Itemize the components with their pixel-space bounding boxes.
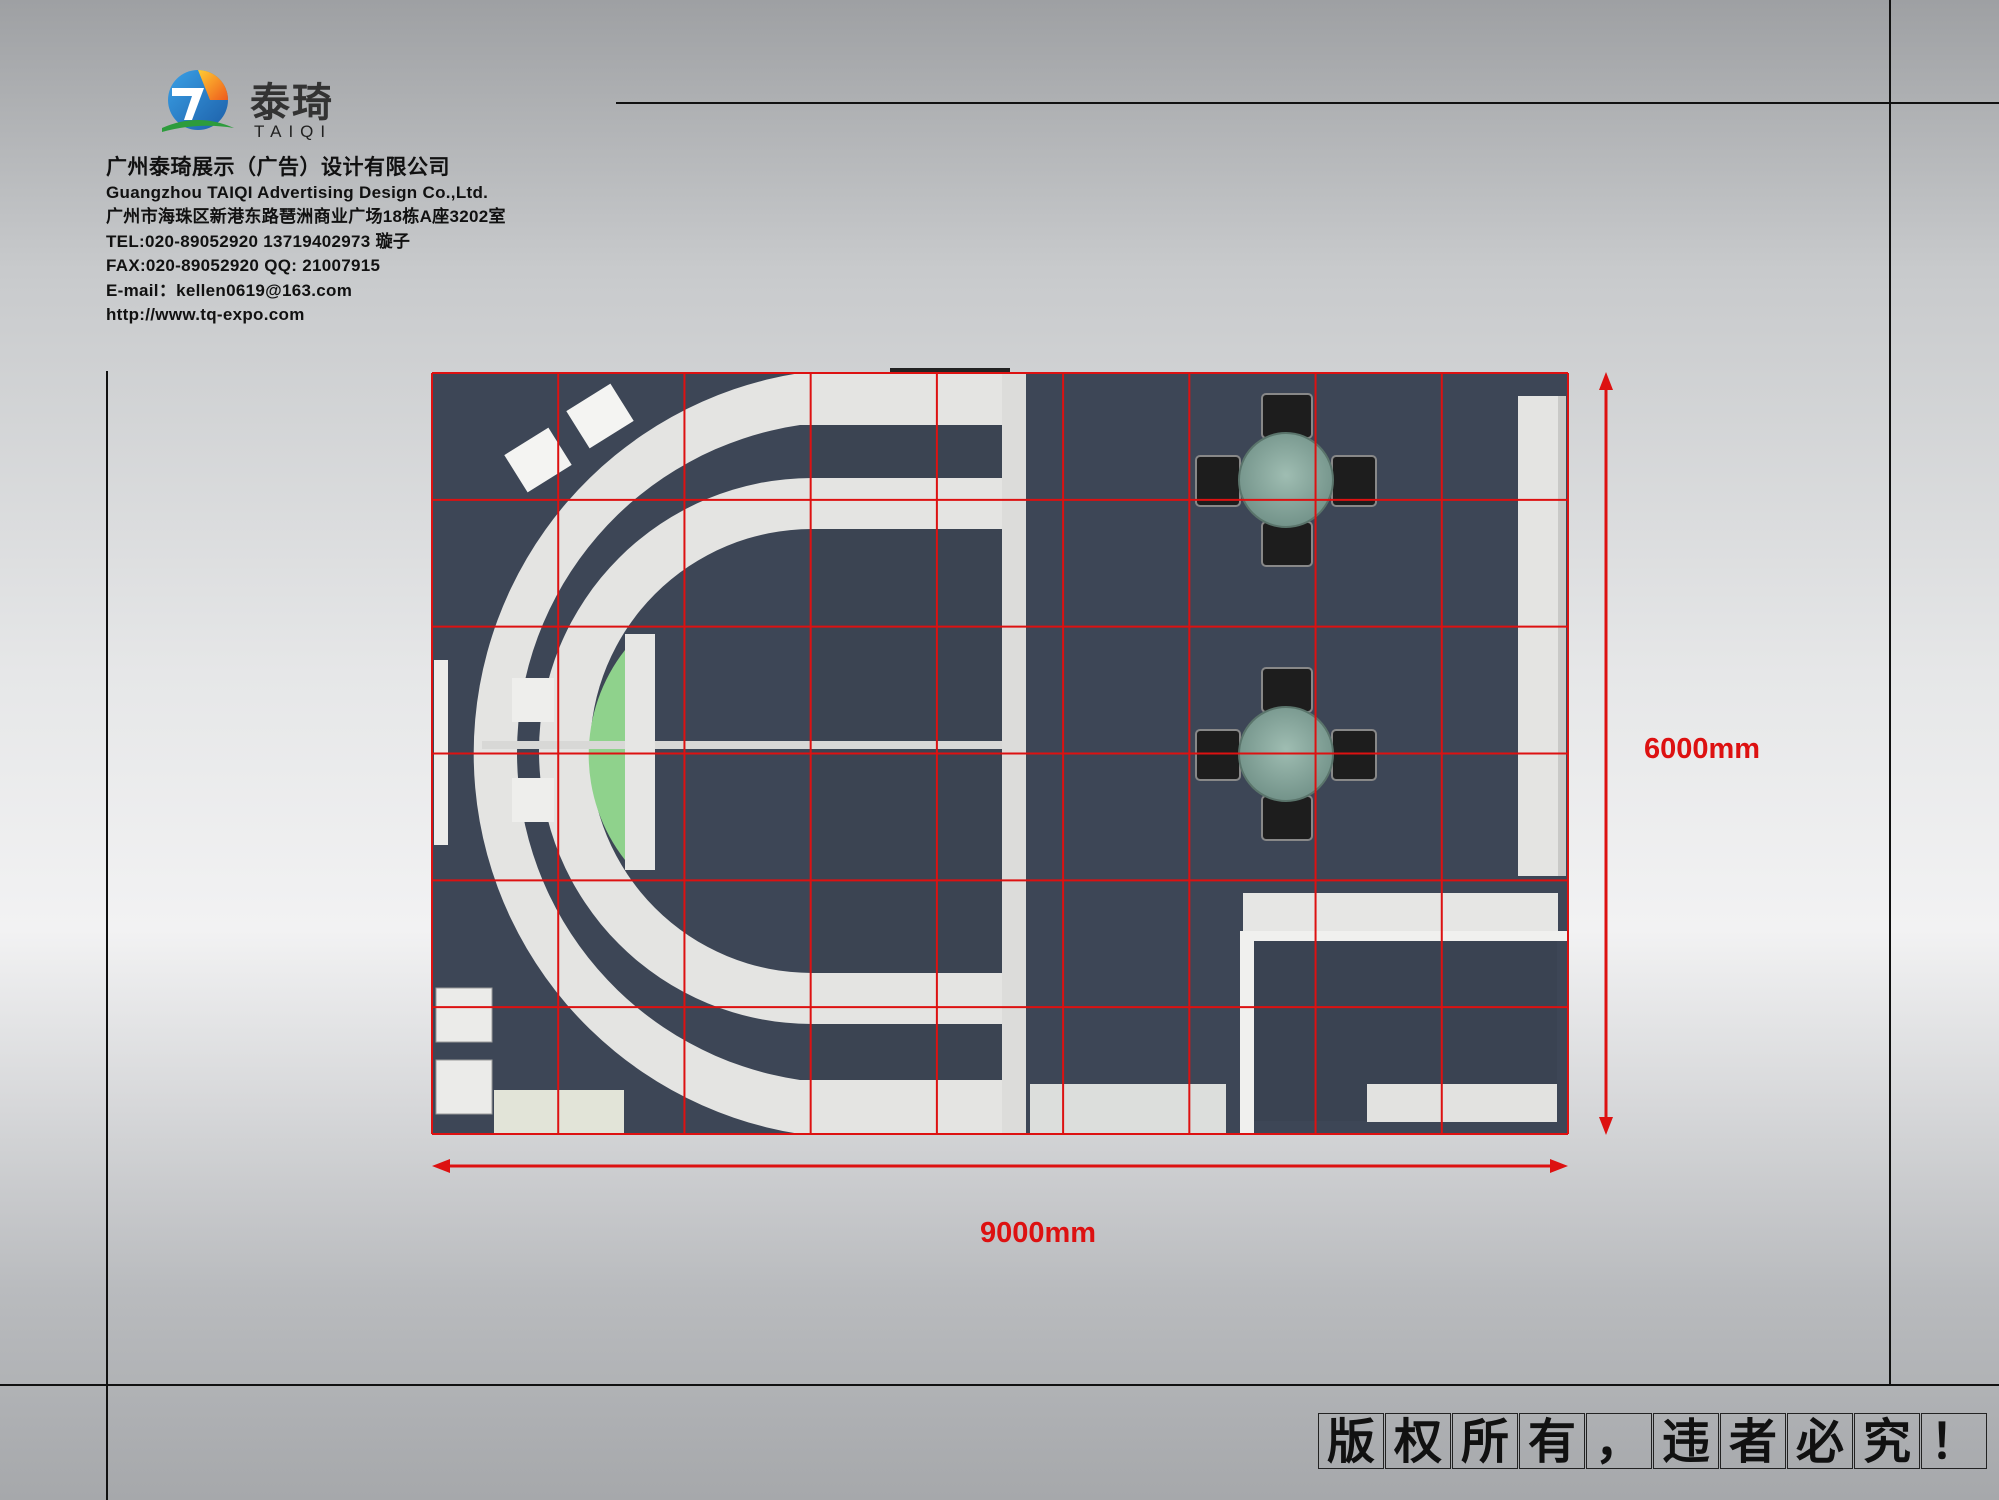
chair-1-right [1331, 455, 1377, 507]
counter-bottom-bar [800, 1080, 1024, 1134]
right-wall-shelf [1518, 396, 1558, 876]
taiqi-logo-icon [162, 70, 234, 132]
company-logo: 泰琦 TAIQI [158, 64, 348, 144]
copyright-char: 违 [1653, 1413, 1719, 1470]
width-dimension-label: 9000mm [980, 1217, 1097, 1249]
inner-counter-top [812, 478, 1002, 529]
storage-room-wall-top [1240, 931, 1568, 941]
right-wall-shelf-edge [1558, 396, 1566, 876]
chair-1-bottom [1261, 521, 1313, 567]
width-dimension-arrow [432, 1159, 1568, 1173]
copyright-notice: 版 权 所 有 ， 违 者 必 究 ！ [1318, 1413, 1988, 1470]
inner-counter-bottom [812, 973, 1002, 1024]
storage-room-wall-left [1240, 931, 1254, 1134]
company-tel: TEL:020-89052920 13719402973 璇子 [106, 231, 411, 251]
company-address: 广州市海珠区新港东路琶洲商业广场18栋A座3202室 [106, 207, 506, 226]
storage-room-top-shelf [1243, 893, 1558, 931]
display-panel-left [625, 634, 655, 870]
copyright-char: 所 [1452, 1413, 1518, 1470]
display-plinth-1 [512, 678, 554, 722]
company-info: 广州泰琦展示（广告）设计有限公司 Guangzhou TAIQI Adverti… [106, 156, 626, 328]
counter-top-bar [800, 373, 1024, 425]
bottom-middle-shelf [1030, 1084, 1226, 1134]
copyright-char: 究 [1854, 1413, 1920, 1470]
chair-2-left [1195, 729, 1241, 781]
copyright-char: 版 [1318, 1413, 1384, 1470]
frame-line-top [616, 102, 1890, 104]
chair-2-right [1331, 729, 1377, 781]
center-divider-line [482, 741, 1002, 749]
copyright-char: 者 [1720, 1413, 1786, 1470]
company-email: E-mail：kellen0619@163.com [106, 280, 353, 300]
storage-box-2 [435, 1059, 493, 1115]
copyright-char: ， [1586, 1413, 1652, 1470]
curved-counter-outer [473, 373, 800, 1134]
green-display-panel [588, 650, 625, 860]
copyright-char: 必 [1787, 1413, 1853, 1470]
chair-2-top [1261, 667, 1313, 713]
company-fax: FAX:020-89052920 QQ: 21007915 [106, 256, 381, 275]
frame-line-right [1889, 0, 1891, 1386]
copyright-char: 权 [1385, 1413, 1451, 1470]
copyright-char: 有 [1519, 1413, 1585, 1470]
company-website: http://www.tq-expo.com [106, 305, 305, 324]
chair-1-top [1261, 393, 1313, 439]
logo-text-cn: 泰琦 [250, 81, 334, 125]
height-dimension-label: 6000mm [1644, 733, 1761, 765]
entrance-marker [890, 368, 1010, 372]
display-plinth-2 [512, 778, 554, 822]
storage-box-1 [435, 987, 493, 1043]
round-table-1 [1238, 432, 1334, 528]
table-set-1 [1195, 393, 1377, 567]
storage-room-shelf [1367, 1084, 1557, 1122]
frame-line-bottom [0, 1384, 1999, 1386]
chair-2-bottom [1261, 795, 1313, 841]
curved-counter-inner [539, 478, 812, 1024]
company-name-en: Guangzhou TAIQI Advertising Design Co.,L… [106, 182, 489, 202]
chair-1-left [1195, 455, 1241, 507]
height-dimension-arrow [1599, 372, 1613, 1135]
copyright-char: ！ [1921, 1413, 1987, 1470]
company-name-cn: 广州泰琦展示（广告）设计有限公司 [106, 156, 450, 179]
frame-line-corner-right [1889, 102, 1999, 104]
spotlight-1 [504, 427, 572, 493]
frame-line-left [106, 371, 108, 1500]
spotlight-2 [566, 383, 634, 449]
measurement-grid [431, 372, 1569, 1135]
logo-text-en: TAIQI [254, 122, 333, 141]
